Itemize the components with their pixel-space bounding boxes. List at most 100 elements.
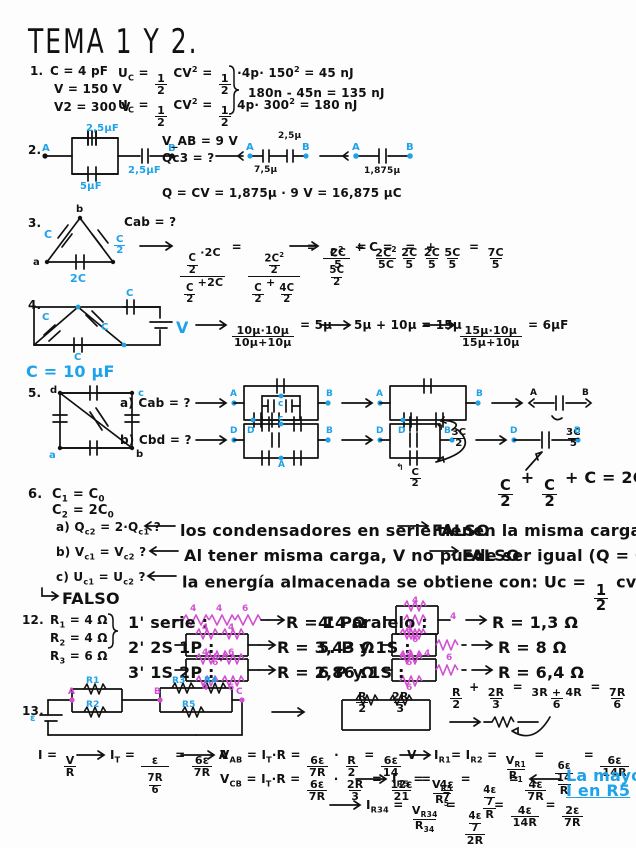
p2-step2: [319, 148, 413, 164]
problem-2-cap-top-label: 2,5µF: [86, 123, 119, 134]
problem-13-label-R2: R2: [86, 700, 100, 710]
problem-12-case-2-result: R = 3,43 Ω: [277, 638, 375, 657]
problem-4-step-2: 5µ + 10µ = 15µ: [354, 318, 462, 332]
p5a-n1-A: A: [230, 389, 238, 399]
p12-c6-v2: 4: [424, 649, 431, 659]
p12-c3-v1: 4: [202, 648, 209, 658]
problem-12-case-6-result: R = 6,4 Ω: [498, 663, 585, 682]
problem-12-case-5-result: R = 8 Ω: [498, 638, 567, 657]
problem-1-given-C: C = 4 pF: [50, 64, 109, 78]
problem-4-cap-label-top: C: [126, 288, 134, 299]
problem-5-node-b: b: [136, 449, 144, 460]
problem-6-number: 6.: [28, 487, 43, 502]
problem-12-case-6-label: 6 P y 1S :: [318, 663, 405, 682]
problem-13-node-B: B: [154, 687, 162, 697]
problem-6a-reason: los condensadores en serie tienen la mis…: [180, 521, 636, 540]
problem-2-cap-series-label: 2,5µF: [128, 165, 161, 176]
problem-3-cap-2C: 2C: [70, 272, 87, 285]
p5a-n2-D: D: [398, 426, 406, 436]
problem-12-given-R2: R2 = 4 Ω: [50, 631, 108, 648]
problem-12-number: 12.: [22, 613, 44, 627]
problem-13-annotation-line-1: La mayor: [566, 766, 636, 785]
problem-5b-question: b) Cbd = ?: [120, 433, 192, 447]
problem-6c-question: c) Uc1 = Uc2 ?: [56, 570, 146, 587]
problem-4-number: 4.: [28, 298, 42, 312]
problem-13-label-R5: R5: [182, 700, 196, 710]
problem-12-given-R3: R3 = 6 Ω: [50, 649, 108, 666]
problem-12-case-4-label: 4' Paralelo :: [318, 613, 428, 632]
problem-5-node-c: c: [138, 388, 145, 399]
problem-2-result: Q = CV = 1,875µ · 9 V = 16,875 µC: [162, 186, 402, 200]
p5b-final-D: D: [510, 426, 518, 436]
p12-c5-v1: 4: [406, 624, 413, 634]
problem-4-given: C = 10 µF: [26, 362, 115, 381]
problem-12-case-3-label: 3' 1S 2P :: [128, 663, 215, 682]
problem-5-node-a: a: [49, 450, 56, 461]
problem-2-given-vab: V_AB = 9 V: [162, 134, 238, 148]
p5b-n2-D: D: [376, 426, 384, 436]
p12-c4-v1: 4: [412, 596, 419, 606]
problem-5-number: 5.: [28, 386, 42, 400]
p5a-n1-B: B: [326, 389, 334, 399]
p5b-final-B: B: [574, 426, 582, 436]
problem-3-number: 3.: [28, 216, 42, 230]
problem-4-cap-label-left: C: [42, 312, 50, 323]
problem-2-node-A: A: [42, 143, 50, 154]
problem-4-source-label: V: [176, 318, 189, 337]
problem-13-label-R4: R4: [204, 676, 218, 686]
problem-6b-reason: Al tener misma carga, V no puede ser igu…: [184, 546, 636, 565]
problem-13-source-label: ε: [30, 713, 36, 724]
problem-12-case-3-result: R = 2,86 Ω: [277, 663, 375, 682]
problem-2-question: Qc3 = ?: [162, 151, 215, 165]
p12-c3-v2: 6: [228, 648, 235, 658]
problem-3-node-a: a: [33, 257, 40, 268]
problem-2-step2-label: 1,875µ: [364, 166, 401, 176]
problem-13-label-R1: R1: [86, 676, 100, 686]
problem-12-case-5-label: 5. P y 1S :: [318, 638, 411, 657]
p5a-final-A: A: [530, 388, 538, 398]
problem-2-step1-label-2: 2,5µ: [278, 131, 302, 141]
p5a-net2: [341, 378, 481, 428]
problem-4-cap-label-bottom: C: [74, 352, 82, 363]
problem-12-case-1-result: R = 14 Ω: [286, 613, 366, 632]
p12-c6-v1: 4: [406, 649, 413, 659]
page-title: TEMA 1 Y 2.: [28, 22, 199, 62]
p5b-n1-C: c: [278, 414, 284, 424]
problem-6c-verdict: FALSO: [62, 589, 120, 608]
problem-2-number: 2.: [28, 143, 42, 157]
problem-12-case-1-label: 1' serie :: [128, 613, 209, 632]
p12-c3-v3: 4: [202, 683, 209, 693]
problem-2-step1-label-1: 7,5µ: [254, 165, 278, 175]
p2-step1: [215, 149, 309, 163]
problem-6a-verdict: FALSO: [432, 521, 490, 540]
p12-c1-v2: 4: [216, 604, 223, 614]
problem-1-result: 180n - 45n = 135 nJ: [248, 86, 385, 100]
p12-c3-v4: 6: [228, 683, 235, 693]
p12-c5-v2: 6: [406, 658, 413, 668]
problem-3-question: Cab = ?: [124, 215, 177, 229]
p5b-n2-B: B: [444, 426, 452, 436]
p12-c2-v3: 6: [212, 658, 219, 668]
p5b-net1: [195, 416, 331, 466]
problem-2-step1-node-B: B: [302, 142, 310, 153]
problem-4-cap-label-mid: C: [101, 322, 109, 333]
problem-6b-verdict: FALSO: [462, 546, 520, 565]
p5a-n1-C: c: [278, 399, 284, 409]
p12-c6-v3: 6: [406, 683, 413, 693]
p5b-result: C2 + C2 + C = 2C: [498, 468, 636, 510]
p5b-n1-B: B: [326, 426, 334, 436]
p5a-n2-A: A: [376, 389, 384, 399]
